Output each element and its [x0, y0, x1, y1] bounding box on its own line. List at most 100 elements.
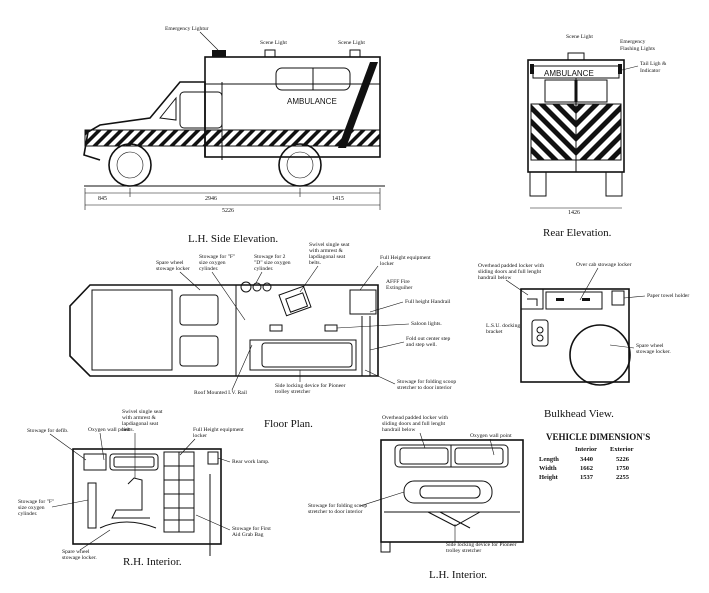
- table-cell: 1750: [616, 465, 629, 472]
- bh-lsu-2: bracket: [486, 329, 503, 335]
- hazard-stripe: [85, 130, 102, 146]
- rh-oxy-wall: Oxygen wall point: [88, 427, 130, 433]
- fp-swivel-2: with armrest &: [309, 248, 344, 254]
- table-header-exterior: Exterior: [610, 446, 634, 453]
- emergency-light-icon: [212, 50, 226, 57]
- swivel-seat: [111, 477, 150, 519]
- bh-lsu-1: L.S.U. docking: [486, 323, 520, 329]
- hazard-stripe: [576, 104, 621, 156]
- hazard-stripe: [180, 130, 201, 146]
- dim-rear: 1415: [332, 196, 344, 202]
- hazard-stripe: [290, 130, 311, 146]
- hazard-stripe: [552, 104, 576, 128]
- fp-d-oxygen-3: cylinder.: [254, 266, 274, 272]
- hazard-stripe: [345, 130, 366, 146]
- fp-full-height-locker-1: Full Height equipment: [380, 255, 431, 261]
- fp-full-height-locker-2: locker: [380, 261, 394, 267]
- fp-handrail: Full height Handrail: [405, 299, 451, 305]
- hazard-stripe: [125, 130, 146, 146]
- hazard-stripe: [576, 104, 614, 142]
- fp-fold-step-2: and step well.: [406, 342, 438, 348]
- bh-spare-1: Spare wheel: [636, 343, 664, 349]
- rh-work-lamp: Rear work lamp.: [232, 459, 270, 465]
- lsu-bracket: [531, 319, 549, 347]
- cab: [83, 81, 206, 161]
- bulkhead-view: Overhead padded locker with sliding door…: [478, 262, 689, 420]
- fp-side-lock-1: Side locking device for Pioneer: [275, 382, 346, 389]
- hazard-stripe: [85, 130, 91, 136]
- caption-floor: Floor Plan.: [264, 418, 313, 430]
- table-header-interior: Interior: [575, 446, 597, 453]
- table-row-label: Width: [539, 465, 557, 472]
- bh-overhead-2: sliding doors and full lenght: [478, 268, 542, 275]
- ambulance-text: AMBULANCE: [287, 97, 337, 106]
- floor-plan: Spare wheel stowage locker Stowage for "…: [69, 242, 456, 430]
- fp-fold-step-1: Fold out center step: [406, 336, 450, 342]
- hazard-stripe: [531, 174, 576, 226]
- tail-light-label-1: Tail Ligh &: [640, 61, 667, 67]
- rh-outline: [72, 448, 222, 545]
- fp-spare-wheel-2: stowage locker: [156, 266, 190, 272]
- fp-scoop-1: Stowage for folding scoop: [397, 378, 456, 385]
- fp-swivel-3: lapdiagonal seat: [309, 254, 346, 260]
- rear-wheel: [278, 143, 322, 187]
- hazard-stripe: [531, 160, 576, 212]
- fp-d-oxygen-1: Stowage for 2: [254, 253, 286, 260]
- flashing-lights-label-1: Emergency: [620, 39, 646, 45]
- tail-light-label-2: Indicator: [640, 68, 660, 74]
- hazard-stripe: [566, 104, 576, 114]
- hazard-stripe: [257, 130, 278, 146]
- hazard-stripe: [607, 146, 621, 160]
- rh-interior: Oxygen wall point Swivel single seat wit…: [18, 409, 271, 568]
- hazard-stripe: [378, 144, 380, 146]
- rh-first-aid-1: Stowage for First: [232, 525, 271, 532]
- side-elevation: AMBULANCE Emergency Lightur Scene Light …: [83, 26, 385, 245]
- fp-swivel-1: Swivel single seat: [309, 242, 350, 248]
- tail-light-icon: [530, 64, 534, 74]
- hazard-stripe: [576, 160, 621, 212]
- rh-swivel-1: Swivel single seat: [122, 409, 163, 415]
- table-row-label: Length: [539, 456, 559, 463]
- hazard-stripe: [538, 104, 576, 142]
- lh-side-lock-1: Side locking device for Pioneer: [446, 541, 517, 548]
- caption-rear: Rear Elevation.: [543, 227, 612, 239]
- lh-overhead-1: Overhead padded locker with: [382, 415, 448, 421]
- hazard-stripe: [301, 130, 322, 146]
- hazard-stripe: [235, 130, 256, 146]
- hazard-stripe: [593, 132, 621, 160]
- hazard-stripe: [158, 130, 179, 146]
- bh-overcab: Over cab stowage locker: [576, 262, 632, 268]
- flashing-lights-label-2: Flashing Lights: [620, 46, 655, 52]
- hazard-stripe: [576, 174, 621, 226]
- hazard-stripe: [147, 130, 168, 146]
- fp-f-oxygen-3: cylinder.: [199, 266, 219, 272]
- bulkhead-spare-wheel: [569, 324, 631, 386]
- bh-spare-2: stowage locker.: [636, 349, 671, 355]
- hazard-stripe: [136, 130, 157, 146]
- scene-light-label: Scene Light: [260, 40, 287, 46]
- fp-saloon-lights: Saloon lights.: [411, 321, 442, 327]
- hazard-stripe: [114, 130, 135, 146]
- bh-overhead-1: Overhead padded locker with: [478, 263, 544, 269]
- emergency-light-label: Emergency Lightur: [165, 26, 209, 32]
- hazard-stripe: [191, 130, 212, 146]
- lh-overhead-2: sliding doors and full lenght: [382, 420, 446, 427]
- hazard-stripe: [531, 118, 573, 160]
- dim-total: 5226: [222, 208, 234, 214]
- fp-d-oxygen-2: "D" size oxygen: [254, 260, 291, 266]
- hazard-stripe: [246, 130, 267, 146]
- hazard-stripe: [213, 130, 234, 146]
- tail-light-icon: [618, 64, 622, 74]
- rh-spare-1: Spare wheel: [62, 549, 90, 555]
- fp-iv-rail: Roof Mounted I.V. Rail: [194, 389, 247, 396]
- rh-swivel-3: lapdiagonal seat: [122, 421, 159, 427]
- fp-f-oxygen-2: size oxygen: [199, 260, 226, 266]
- dimensions-table: VEHICLE DIMENSION'S Interior Exterior Le…: [539, 432, 650, 481]
- fp-swivel-4: belts.: [309, 260, 322, 266]
- hazard-stripe: [202, 130, 223, 146]
- dim-rear-width: 1426: [568, 210, 580, 216]
- rh-full-height-1: Full Height equipment: [193, 427, 244, 433]
- hazard-stripe: [579, 118, 621, 160]
- lh-outline: [380, 439, 524, 543]
- fp-afff-1: AFFF Fire: [386, 279, 410, 285]
